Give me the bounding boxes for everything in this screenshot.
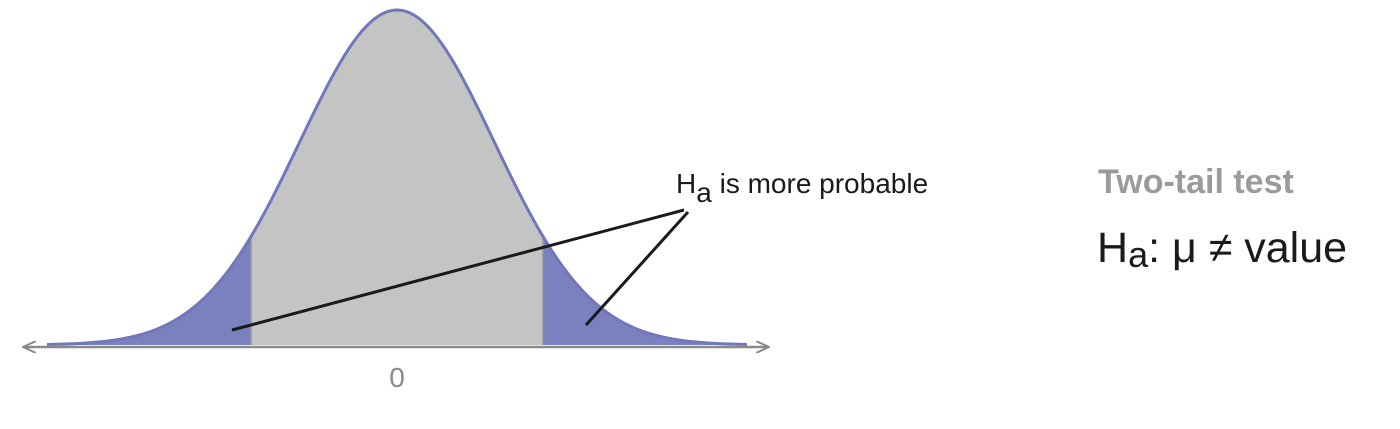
alternative-hypothesis: Ha: μ ≠ value: [1097, 224, 1347, 275]
right-rejection-region: [542, 236, 747, 345]
annotation-text: is more probable: [712, 168, 928, 199]
annotation-subscript: a: [696, 177, 712, 208]
leader-line-left: [231, 208, 685, 332]
hypothesis-subscript: a: [1128, 234, 1149, 275]
test-type-heading: Two-tail test: [1098, 163, 1294, 201]
annotation-symbol: H: [676, 168, 696, 199]
leader-line-right: [584, 210, 690, 327]
hypothesis-rest: : μ ≠ value: [1148, 224, 1347, 272]
acceptance-region: [251, 10, 543, 345]
hypothesis-symbol: H: [1097, 224, 1128, 272]
left-rejection-region: [47, 236, 252, 345]
x-tick-label-mean: 0: [389, 362, 405, 393]
annotation-label: Ha is more probable: [676, 168, 928, 208]
normal-curve: [46, 8, 748, 346]
